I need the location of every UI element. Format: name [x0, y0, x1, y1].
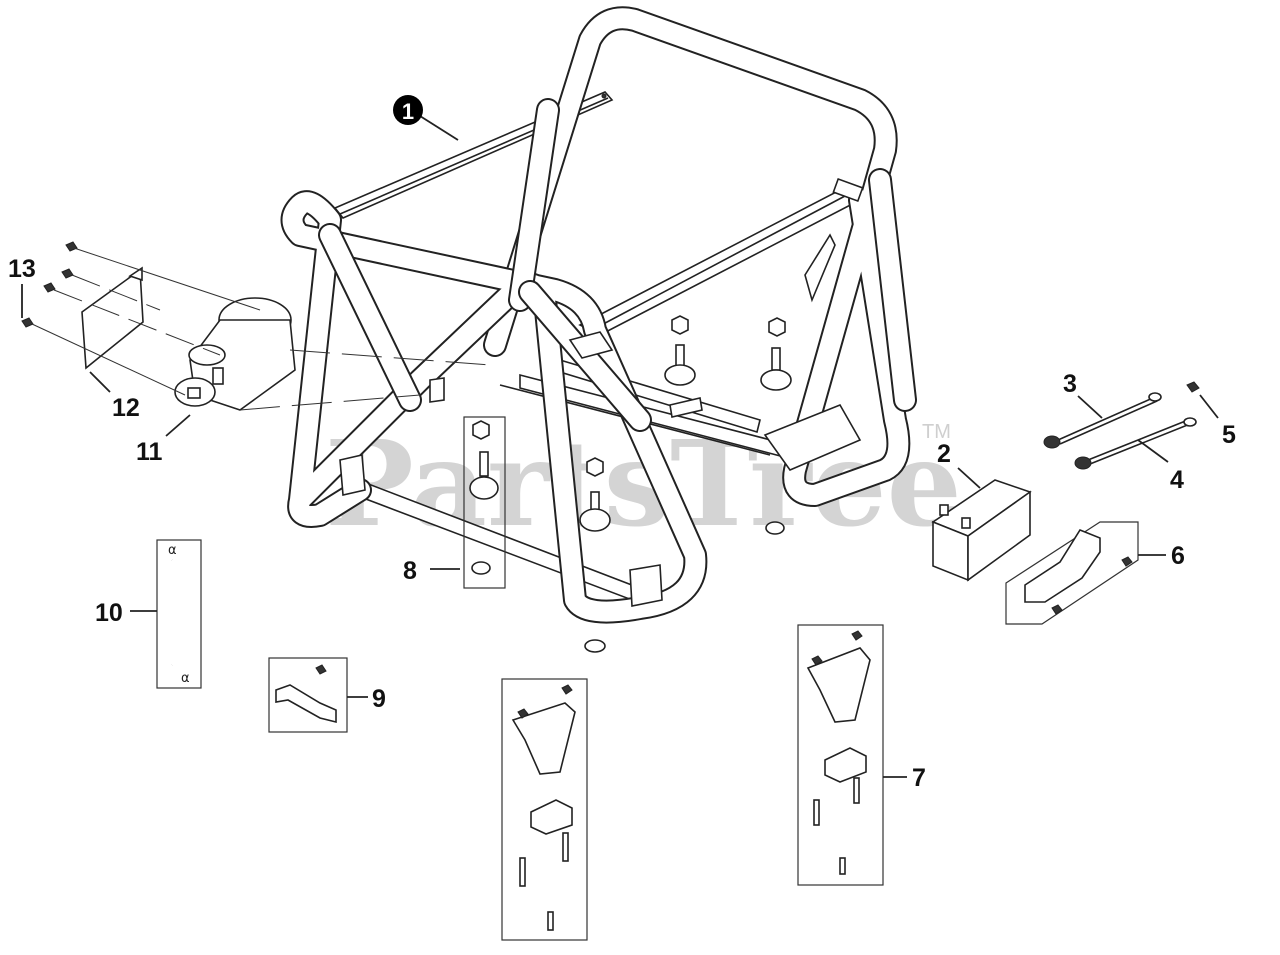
- svg-text:2: 2: [937, 440, 951, 468]
- frame: [280, 6, 917, 653]
- isolator-rear-left: [664, 315, 696, 386]
- frame-brackets: [339, 177, 864, 607]
- diagonal-braces: [318, 98, 917, 432]
- charcoal-canister: [174, 297, 296, 411]
- battery: [931, 479, 1032, 582]
- isolator-kit-8: [463, 416, 506, 589]
- svg-text:3: 3: [1063, 370, 1077, 398]
- svg-text:4: 4: [1170, 466, 1184, 494]
- bolts-7: [813, 777, 860, 875]
- hose-marker-bottom: α: [181, 671, 190, 686]
- hose-kit-10: α α: [156, 539, 202, 689]
- hose-marker-top: α: [168, 543, 177, 558]
- svg-text:7: 7: [912, 764, 926, 792]
- nut-front-right: [765, 521, 785, 535]
- battery-cables: [1043, 381, 1200, 470]
- callout-2: 2: [937, 440, 981, 489]
- svg-text:12: 12: [112, 394, 140, 422]
- callout-3: 3: [1063, 370, 1103, 419]
- assembly-lines: [31, 247, 491, 411]
- svg-text:5: 5: [1222, 421, 1236, 449]
- mounting-screws: [21, 241, 78, 328]
- canister-assembly: [21, 241, 491, 411]
- hardware-kit-center: [501, 678, 588, 941]
- callout-8: 8: [403, 557, 460, 585]
- callout-9: 9: [347, 685, 386, 713]
- svg-text:8: 8: [403, 557, 417, 585]
- cable-screw: [1186, 381, 1200, 393]
- nut-front-bottom: [584, 639, 606, 653]
- callout-6: 6: [1138, 542, 1185, 570]
- callout-11: 11: [136, 414, 191, 466]
- callout-13: 13: [8, 255, 36, 318]
- mounting-plate: [81, 266, 144, 370]
- svg-text:9: 9: [372, 685, 386, 713]
- watermark-trademark: TM: [922, 421, 951, 443]
- svg-text:6: 6: [1171, 542, 1185, 570]
- cable-4: [1074, 417, 1197, 470]
- callout-7: 7: [883, 764, 926, 792]
- bolts-center: [519, 832, 569, 931]
- callout-4: 4: [1137, 439, 1184, 494]
- hold-down-kit: [1005, 521, 1139, 625]
- bracket-kit-7: [797, 624, 884, 886]
- isolator-rear-right: [760, 317, 792, 391]
- callouts: 1 2 3 4 5 6 7 8: [8, 95, 1236, 792]
- callout-10: 10: [95, 599, 157, 627]
- svg-text:10: 10: [95, 599, 123, 627]
- frame-isolators: [579, 315, 792, 653]
- callout-5: 5: [1199, 394, 1236, 449]
- cable-3: [1043, 392, 1162, 449]
- svg-text:13: 13: [8, 255, 36, 283]
- bracket-kit-9: [268, 657, 348, 733]
- callout-1: 1: [393, 95, 459, 141]
- svg-text:1: 1: [402, 99, 414, 124]
- rear-tube-loop: [483, 6, 911, 507]
- callout-12: 12: [89, 371, 140, 422]
- isolator-front: [579, 457, 611, 532]
- svg-text:11: 11: [136, 438, 163, 466]
